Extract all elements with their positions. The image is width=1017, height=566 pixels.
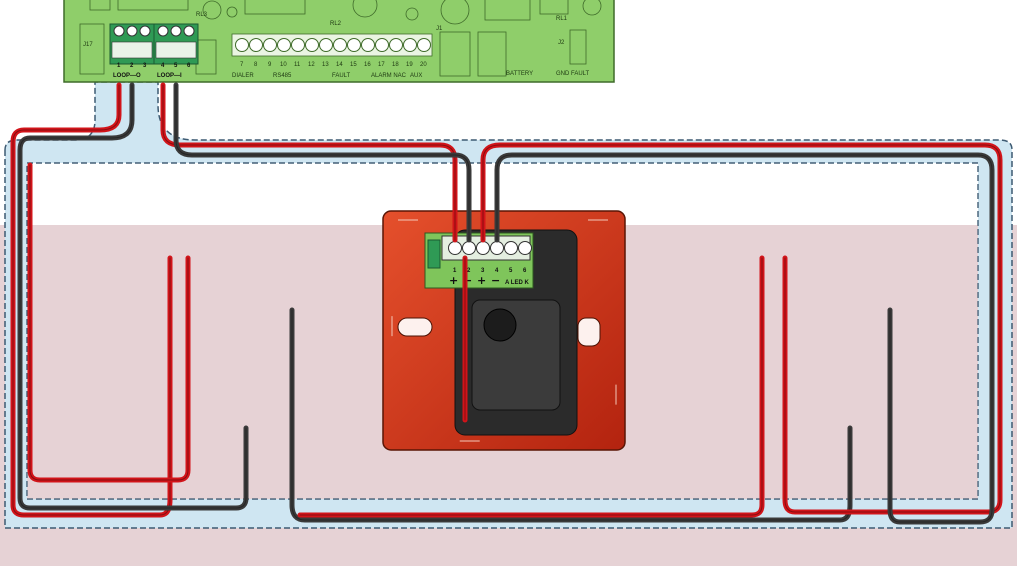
wire-det-right-red-in-outline xyxy=(299,257,763,516)
sounder-base: 1 2 3 4 5 6 + − + − A LED K xyxy=(382,210,626,451)
label-rl1: RL1 xyxy=(556,16,568,22)
term-number-20: 20 xyxy=(420,62,427,68)
label-gnd-fault: GND FAULT xyxy=(556,71,590,77)
loop-in-label: LOOP—I xyxy=(157,73,182,79)
wire-loop-out-black xyxy=(17,82,249,511)
wire-loop-out-red-outline xyxy=(12,84,171,516)
sounder-minus-2: − xyxy=(491,274,500,287)
pcb-labels: RL3 RL2 RL1 J17 DIALER RS485 FAULT ALARM… xyxy=(83,12,590,79)
sounder-term-1: 1 xyxy=(453,268,457,274)
sounder-term-5: 5 xyxy=(509,268,513,274)
term-number-11: 11 xyxy=(294,62,301,68)
loop-out-number-1: 1 xyxy=(117,63,121,69)
sounder-term-4: 4 xyxy=(495,268,499,274)
wire-det-left-red-2-outline xyxy=(29,164,189,481)
label-alarm-nac: ALARM NAC xyxy=(371,73,407,79)
loop-out-number-3: 3 xyxy=(143,63,147,69)
label-rl2: RL2 xyxy=(330,21,342,27)
label-fault: FAULT xyxy=(332,73,351,79)
sounder-term-6: 6 xyxy=(523,268,527,274)
wire-det-left-red-2 xyxy=(27,162,191,483)
wire-sounder-black-out-outline xyxy=(496,154,993,523)
label-rl3: RL3 xyxy=(196,12,208,18)
label-rs485: RS485 xyxy=(273,73,292,79)
loop-out-terminal xyxy=(109,23,155,65)
term-number-15: 15 xyxy=(350,62,357,68)
label-dialer: DIALER xyxy=(232,73,254,79)
term-number-17: 17 xyxy=(378,62,385,68)
wire-loop-out-black-outline xyxy=(19,84,247,509)
sounder-term-3: 3 xyxy=(481,268,485,274)
loop-out-label: LOOP—O xyxy=(113,73,141,79)
sounder-minus-1: − xyxy=(463,274,472,287)
sounder-plus-2: + xyxy=(477,274,486,287)
term-number-12: 12 xyxy=(308,62,315,68)
wire-det-right-red-in xyxy=(297,255,765,518)
term-number-14: 14 xyxy=(336,62,343,68)
sounder-terminal-block xyxy=(424,232,534,289)
wire-sounder-red-out-outline xyxy=(482,144,1001,513)
loop-out-number-2: 2 xyxy=(130,63,134,69)
term-number-19: 19 xyxy=(406,62,413,68)
term-number-9: 9 xyxy=(268,62,272,68)
term-number-16: 16 xyxy=(364,62,371,68)
label-battery: BATTERY xyxy=(506,71,533,77)
wire-loop-out-red xyxy=(10,82,173,518)
label-aux: AUX xyxy=(410,73,422,79)
wire-sounder-black-out xyxy=(494,152,995,525)
term-number-8: 8 xyxy=(254,62,258,68)
sounder-plus-1: + xyxy=(449,274,458,287)
term-number-13: 13 xyxy=(322,62,329,68)
term-number-18: 18 xyxy=(392,62,399,68)
loop-in-number-6: 6 xyxy=(187,63,191,69)
label-j1: J1 xyxy=(436,26,443,32)
wire-loop-in-black-outline xyxy=(175,84,470,241)
label-j2: J2 xyxy=(558,40,565,46)
term-number-7: 7 xyxy=(240,62,244,68)
sounder-led-label: A LED K xyxy=(505,280,529,286)
wire-loop-in-black xyxy=(173,82,472,243)
wire-loop xyxy=(10,82,1003,525)
loop-in-terminal xyxy=(153,23,199,65)
terminal-block-row xyxy=(231,33,433,57)
wire-sounder-red-out xyxy=(480,142,1003,515)
loop-in-number-5: 5 xyxy=(174,63,178,69)
term-number-10: 10 xyxy=(280,62,287,68)
loop-in-number-4: 4 xyxy=(161,63,165,69)
sounder-term-2: 2 xyxy=(467,268,471,274)
control-panel-pcb: RL3 RL2 RL1 J17 DIALER RS485 FAULT ALARM… xyxy=(63,0,615,83)
label-j17: J17 xyxy=(83,42,93,48)
